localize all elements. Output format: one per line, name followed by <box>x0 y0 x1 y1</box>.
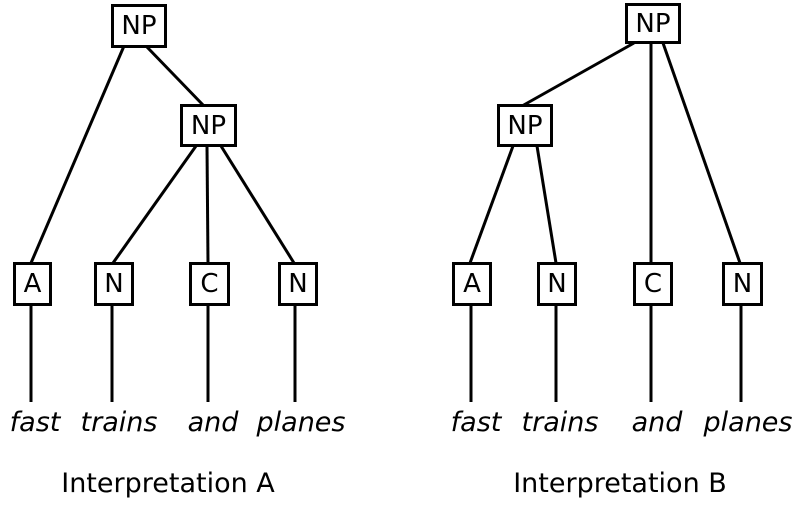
edge-a-root-to-a <box>29 45 126 264</box>
edge-a-np-to-n1 <box>111 145 198 264</box>
edge-b-np-to-n1 <box>535 145 558 264</box>
edge-b-root-to-np <box>521 41 635 108</box>
edge-a-np-to-n2 <box>219 145 296 264</box>
edge-b-np-to-a <box>468 145 515 264</box>
edge-b-root-to-n2 <box>661 42 742 264</box>
edge-a-np-to-c <box>205 145 210 264</box>
edge-a-root-to-np <box>144 44 206 108</box>
